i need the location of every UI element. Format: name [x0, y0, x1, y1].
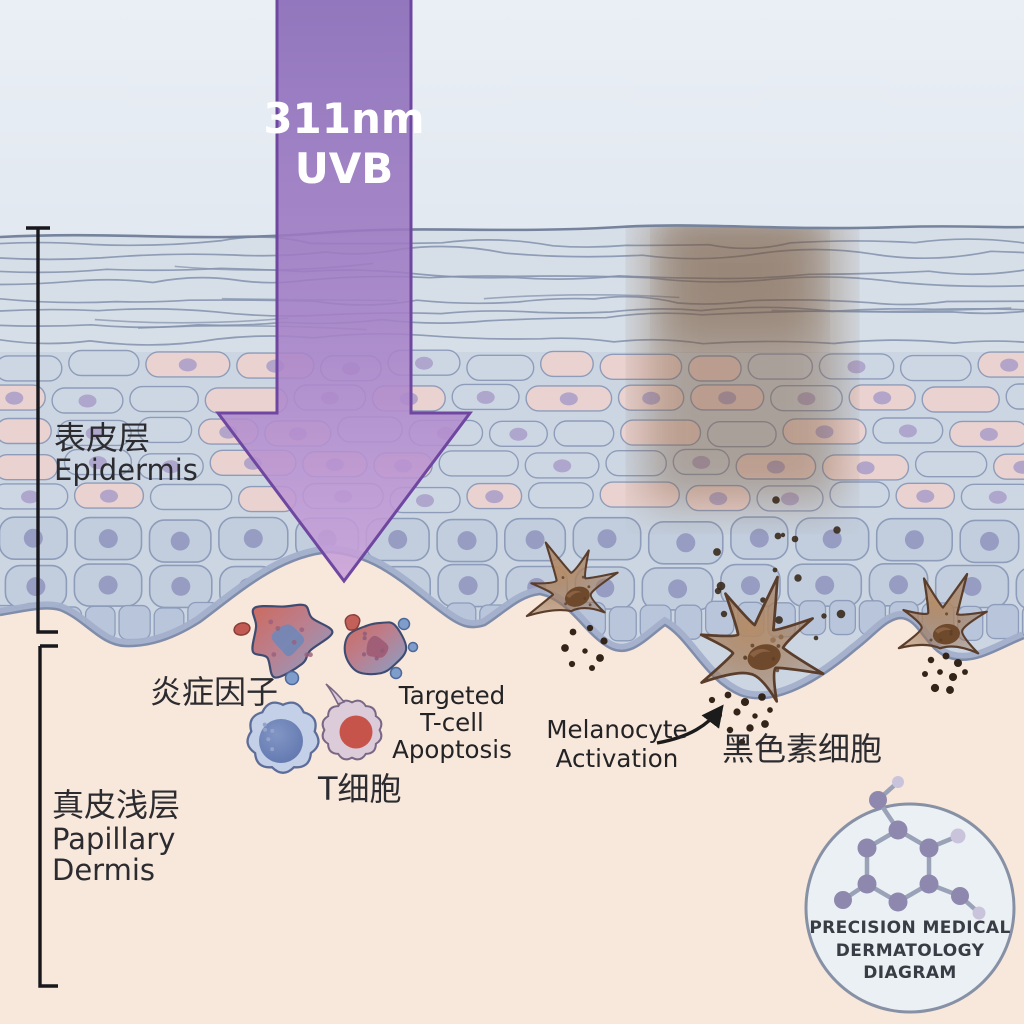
inflammatory-cell-1	[251, 603, 334, 679]
cytokine-droplet-blue	[407, 641, 419, 653]
cytokine-droplet-red-2	[344, 614, 361, 631]
dermis-bracket	[38, 644, 58, 988]
cytokine-droplet-blue	[389, 666, 403, 680]
dermis-label-zh: 真皮浅层	[52, 786, 180, 824]
melanocyte-1	[525, 541, 619, 618]
cytokine-droplet-red	[233, 622, 251, 636]
t-cell-label: T细胞	[317, 770, 402, 808]
badge-text-line2: DERMATOLOGY	[836, 941, 985, 961]
pigment-column-dark	[665, 225, 815, 340]
cytokine-droplet-blue	[397, 617, 411, 631]
epidermis-label-en: Epidermis	[54, 453, 198, 487]
inflammatory-factors-label: 炎症因子	[150, 673, 278, 711]
melanocyte-2	[699, 575, 825, 703]
melanocytes-group	[525, 541, 988, 703]
stratum-corneum	[0, 225, 1024, 352]
epidermis-bracket	[26, 226, 58, 634]
epidermis-label-zh: 表皮层	[54, 419, 150, 457]
inflammatory-cell-cluster	[233, 603, 419, 774]
skin-surface-line	[0, 224, 1024, 239]
badge-circle	[804, 802, 1016, 1014]
melanocyte-label-zh: 黑色素细胞	[722, 730, 882, 768]
t-cell-pink	[321, 683, 383, 761]
t-cell-blue	[246, 701, 320, 774]
badge-text-line3: DIAGRAM	[863, 963, 957, 983]
badge: PRECISION MEDICAL DERMATOLOGY DIAGRAM	[804, 776, 1016, 1014]
activation-arrow	[656, 704, 724, 745]
dermis-label-en-line1: Papillary	[52, 822, 175, 856]
dermo-epidermal-junction	[0, 550, 1024, 700]
badge-text-line1: PRECISION MEDICAL	[809, 918, 1010, 938]
uvb-arrow: 311nm UVB	[215, 0, 473, 584]
melanocyte-activation-label-line2: Activation	[556, 744, 679, 773]
inflammatory-cell-2	[343, 621, 408, 676]
cytokine-droplet-blue	[284, 670, 300, 686]
melanocyte-activation-label-line1: Melanocyte	[546, 715, 687, 744]
apoptosis-label-line1: Targeted	[398, 681, 505, 710]
apoptosis-label-line3: Apoptosis	[392, 735, 512, 764]
apoptosis-label-line2: T-cell	[419, 708, 484, 737]
uvb-band-label: UVB	[295, 144, 394, 193]
uvb-wavelength-label: 311nm	[263, 94, 424, 143]
molecule-icon	[834, 776, 986, 920]
layer-brackets	[26, 226, 58, 988]
dermis-label-en-line2: Dermis	[52, 853, 155, 887]
melanocyte-3	[897, 572, 988, 655]
